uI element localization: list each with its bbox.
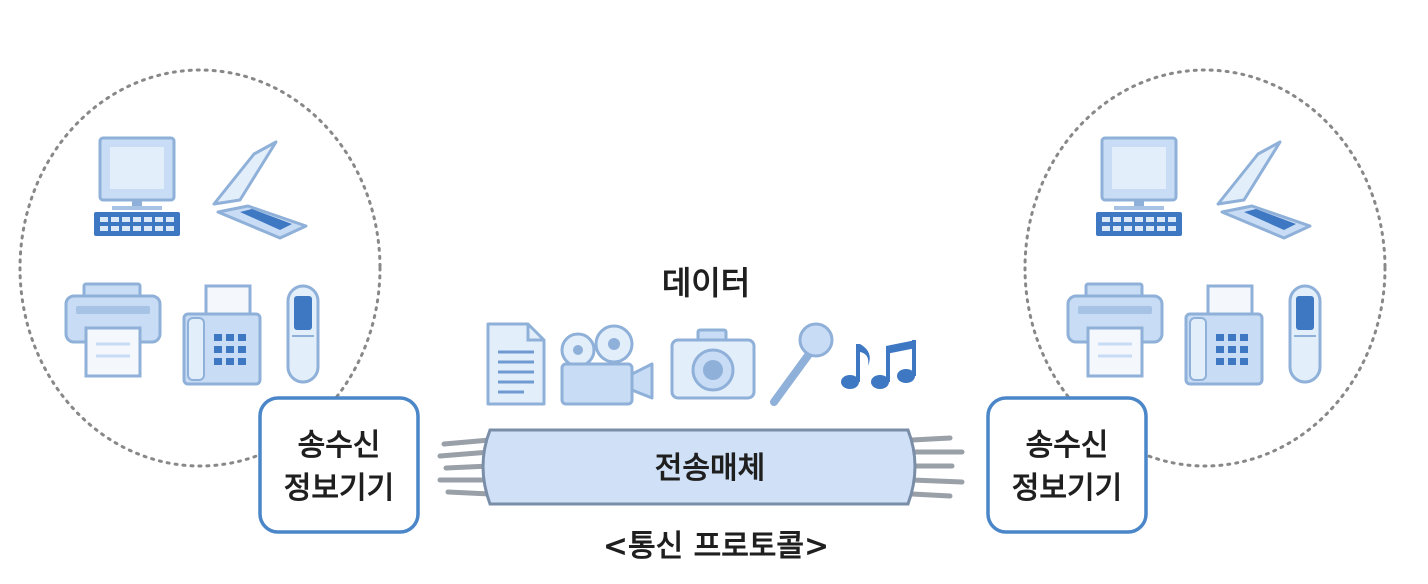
right-device-label-line1: 송수신: [1026, 428, 1109, 463]
right-device-boundary: [1023, 68, 1387, 468]
medium-label: 전송매체: [655, 451, 765, 486]
fax-icon: [182, 284, 262, 386]
music-note-icon: [841, 340, 916, 389]
microphone-icon: [770, 322, 834, 406]
document-icon: [486, 322, 546, 406]
data-label: 데이터: [662, 264, 750, 302]
computer-icon: [1094, 136, 1184, 238]
fax-icon: [1184, 284, 1264, 386]
left-device-label-line2: 정보기기: [284, 471, 394, 506]
protocol-label: <통신 프로토콜>: [603, 529, 829, 564]
cell-phone-icon: [286, 284, 320, 384]
photo-camera-icon: [670, 328, 756, 400]
right-device-label-line2: 정보기기: [1012, 471, 1122, 506]
left-device-label-line1: 송수신: [298, 428, 381, 463]
computer-icon: [92, 136, 182, 238]
printer-icon: [1066, 282, 1164, 378]
left-device-box: 송수신 정보기기: [258, 396, 420, 534]
left-device-boundary: [18, 68, 382, 468]
video-camera-icon: [560, 324, 654, 406]
transmission-cable: [437, 428, 965, 506]
scanner-icon: [1216, 140, 1312, 240]
right-device-box: 송수신 정보기기: [986, 396, 1148, 534]
left-device-group: [18, 68, 382, 468]
cell-phone-icon: [1288, 284, 1322, 384]
scanner-icon: [212, 140, 308, 240]
right-device-group: [1023, 68, 1387, 468]
printer-icon: [64, 282, 162, 378]
